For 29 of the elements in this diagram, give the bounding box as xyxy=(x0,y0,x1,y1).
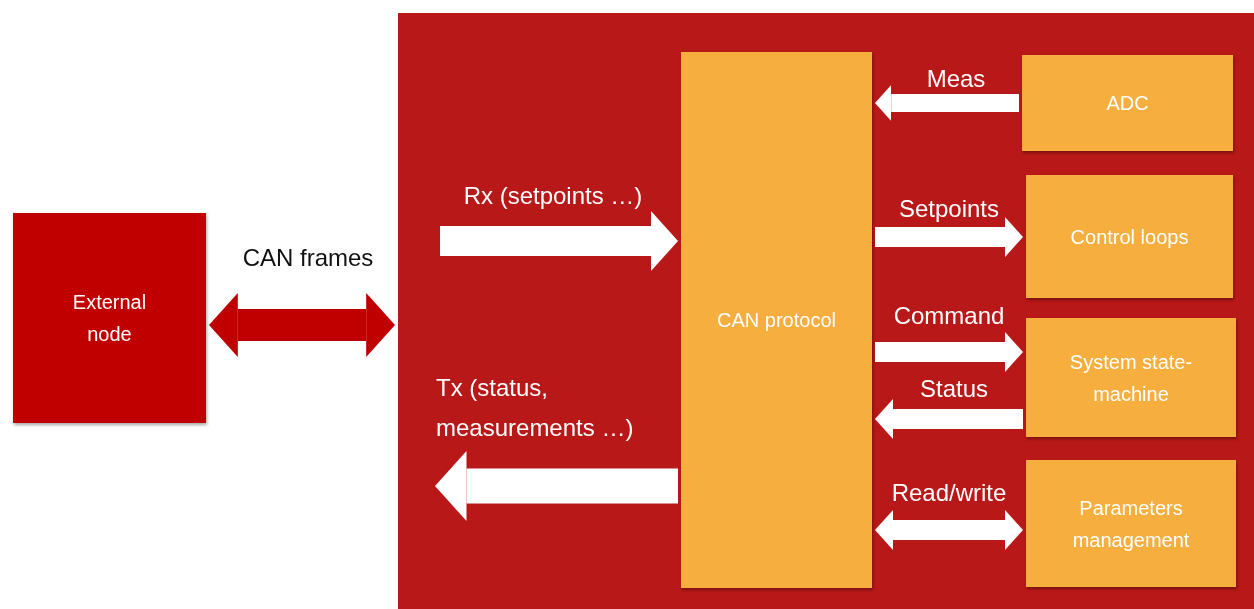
node-label: System state-machine xyxy=(1068,349,1194,407)
block-arrow xyxy=(875,510,1023,550)
edge-label: Status xyxy=(920,374,988,404)
block-arrow xyxy=(435,451,678,521)
module-box xyxy=(1026,460,1236,587)
module-box xyxy=(681,52,872,588)
block-arrow xyxy=(440,211,678,271)
node-label: Parameters management xyxy=(1071,495,1191,553)
block-arrow xyxy=(875,332,1023,372)
edge-label: Read/write xyxy=(891,478,1007,508)
module-panel xyxy=(398,13,1254,609)
edge-label: Meas xyxy=(926,64,986,94)
block-arrow xyxy=(209,293,395,357)
module-box xyxy=(1026,318,1236,437)
node-label: ADC xyxy=(1106,91,1149,116)
edge-label: Command xyxy=(893,301,1005,331)
edge-label: Rx (setpoints …) xyxy=(463,181,643,211)
node-label: CAN protocol xyxy=(717,308,836,333)
edge-label: Setpoints xyxy=(898,194,1000,224)
block-arrow xyxy=(875,217,1023,257)
module-box xyxy=(1026,175,1233,298)
edge-label: CAN frames xyxy=(242,243,374,273)
edge-label: Tx (status, measurements …) xyxy=(436,373,635,443)
module-box xyxy=(1022,55,1233,151)
node-label: External node xyxy=(71,290,148,347)
block-arrow xyxy=(875,85,1019,121)
node-label: Control loops xyxy=(1070,224,1189,250)
node-box xyxy=(13,213,206,423)
block-arrow xyxy=(875,399,1023,439)
